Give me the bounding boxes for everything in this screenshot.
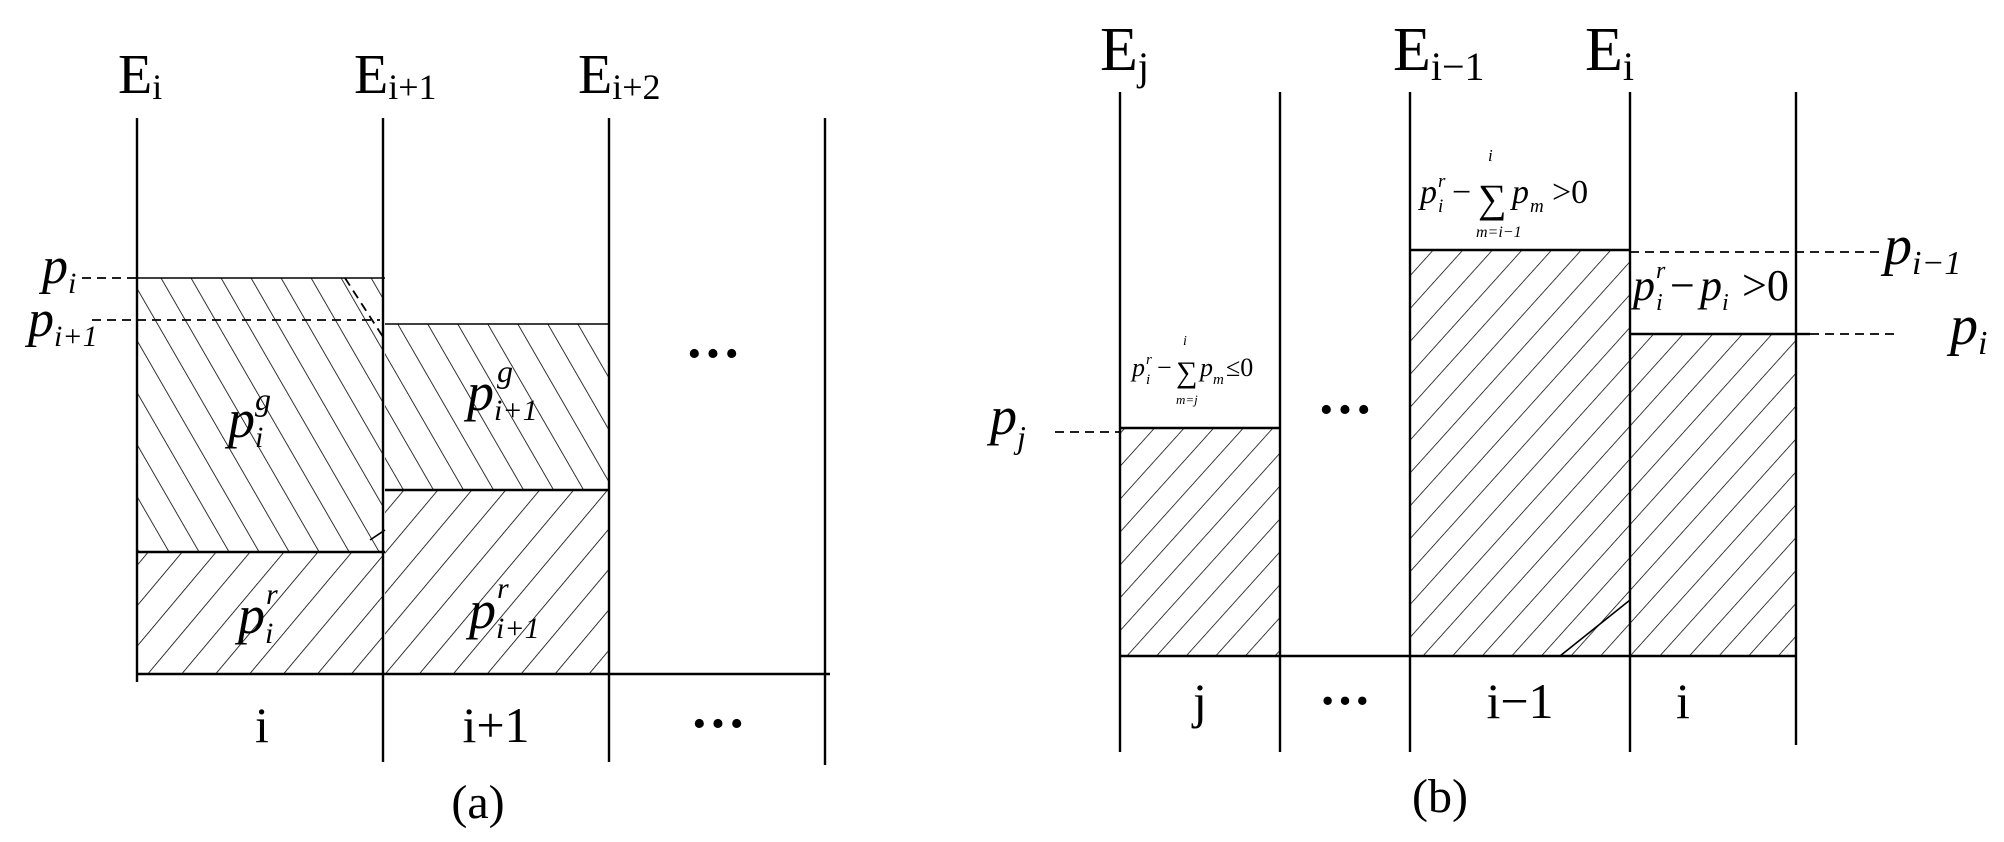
svg-text:>0: >0 [1742,261,1789,310]
caption-a: (a) [451,776,504,829]
label-p-i-right: pi [1946,295,1987,362]
column-label-a-3: ··· [690,693,746,755]
label-pg-i-plus-1-sup: g [497,353,513,389]
header-e-i: Ei [118,44,162,107]
svg-text:p: p [1510,174,1529,211]
header-e-j: Ej [1100,16,1149,89]
block-j [1120,428,1280,656]
label-p-i-plus-1: pi+1 [24,291,98,353]
formula-i-minus-1: p r i − ∑ i m=i−1 p m >0 [1418,146,1588,241]
label-pr-i-sup: r [266,578,278,611]
panel-a: Ei Ei+1 Ei+2 pi pi+1 pi g pi+1 g pi [24,44,830,829]
svg-text:i: i [1656,290,1663,316]
block-pr-i [137,552,383,674]
svg-text:r: r [1146,352,1152,368]
svg-text:i: i [1488,146,1493,165]
label-pg-i-sup: g [255,381,271,417]
svg-text:p: p [1697,261,1722,310]
ellipsis-a-upper: ··· [685,323,741,385]
svg-text:m=i−1: m=i−1 [1476,224,1522,241]
label-p-j: pj [986,386,1026,455]
column-label-b-3: i−1 [1486,673,1553,729]
svg-text:m: m [1530,196,1544,217]
block-pg-i-plus-1 [385,324,609,490]
label-p-i-minus-1: pi−1 [1880,215,1961,282]
svg-text:−: − [1157,353,1172,382]
svg-text:i: i [1146,372,1150,388]
column-label-b-4: i [1676,673,1690,729]
block-i-minus-1 [1410,250,1630,656]
svg-text:>0: >0 [1552,174,1588,211]
label-pr-i-plus-1: pi+1 [465,580,540,645]
label-pg-i-plus-1: pi+1 [463,362,538,427]
header-e-i-plus-2: Ei+2 [578,44,661,107]
label-pr-i-plus-1-sup: r [497,572,509,605]
column-label-a-2: i+1 [462,697,529,753]
column-label-b-1: j [1191,673,1207,729]
column-label-a-1: i [255,697,269,753]
header-e-i-b: Ei [1585,16,1634,89]
svg-text:p: p [1198,353,1213,382]
svg-text:i: i [1438,196,1443,217]
caption-b: (b) [1412,770,1468,823]
svg-text:∑: ∑ [1176,356,1197,389]
label-p-i: pi [38,238,76,300]
svg-text:−: − [1670,261,1695,310]
label-pg-i: pi [224,389,263,454]
block-pg-i [137,278,383,552]
svg-text:m=j: m=j [1176,392,1198,407]
label-pr-i: pi [234,585,273,650]
formula-i: p r i − p i >0 [1630,258,1789,316]
header-e-i-plus-1: Ei+1 [354,44,437,107]
ellipsis-b-upper: ··· [1317,379,1373,441]
svg-text:∑: ∑ [1478,176,1507,221]
column-label-b-2: ··· [1319,673,1371,730]
svg-text:p: p [1418,174,1437,211]
svg-text:−: − [1452,174,1471,211]
header-e-i-minus-1: Ei−1 [1393,16,1485,89]
block-i [1630,334,1796,656]
svg-text:≤0: ≤0 [1226,353,1253,382]
svg-text:m: m [1213,372,1224,388]
svg-text:p: p [1630,261,1655,310]
svg-text:r: r [1656,258,1666,284]
svg-text:i: i [1722,290,1729,316]
block-pr-i-plus-1 [385,490,609,674]
svg-text:p: p [1130,353,1145,382]
svg-text:r: r [1438,171,1446,192]
svg-text:i: i [1183,334,1187,349]
panel-b: Ej Ei−1 Ei pj pi−1 pi p r [986,16,1987,823]
formula-j: p r i − ∑ i m=j p m ≤0 [1130,334,1253,407]
